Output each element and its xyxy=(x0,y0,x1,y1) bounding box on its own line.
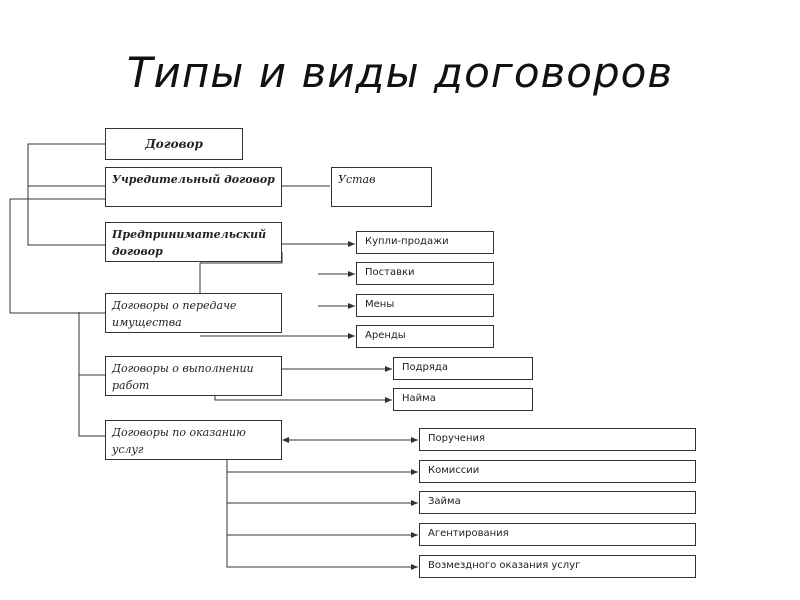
node-zaima: Займа xyxy=(419,491,696,514)
node-predprinimatelsky: Предпринимательский договор xyxy=(105,222,282,262)
arrow-to-komissii xyxy=(411,469,418,475)
node-ustav: Устав xyxy=(331,167,432,207)
connector-services-spine xyxy=(226,440,418,568)
node-vypolnenie: Договоры о выполнении работ xyxy=(105,356,282,396)
arrow-to-kupli xyxy=(348,241,355,247)
arrow-to-porucheniya xyxy=(411,437,418,443)
page-title: Типы и виды договоров xyxy=(126,48,674,97)
node-postavki: Поставки xyxy=(356,262,494,285)
node-porucheniya: Поручения xyxy=(419,428,696,451)
node-komissii: Комиссии xyxy=(419,460,696,483)
node-dogovor: Договор xyxy=(105,128,243,160)
node-naima: Найма xyxy=(393,388,533,411)
arrow-to-arendy xyxy=(348,333,355,339)
arrow-to-vozmezdnogo xyxy=(411,564,418,570)
connector-sales-trunk xyxy=(200,252,283,264)
node-peredacha: Договоры о передаче имущества xyxy=(105,293,282,333)
connector-outer-bracket xyxy=(9,198,105,314)
node-okazanie: Договоры по оказанию услуг xyxy=(105,420,282,460)
node-arendy: Аренды xyxy=(356,325,494,348)
node-meny: Мены xyxy=(356,294,494,317)
arrow-to-naima xyxy=(385,397,392,403)
arrow-to-podryada xyxy=(385,366,392,372)
node-uchreditelny: Учредительный договор xyxy=(105,167,282,207)
connector-root-bracket xyxy=(27,143,105,246)
connector-sub-bracket xyxy=(78,312,105,437)
arrow-to-agentirovaniya xyxy=(411,532,418,538)
node-podryada: Подряда xyxy=(393,357,533,380)
arrow-to-zaima xyxy=(411,500,418,506)
arrow-to-postavki xyxy=(348,271,355,277)
arrow-to-meny xyxy=(348,303,355,309)
node-agentirovaniya: Агентирования xyxy=(419,523,696,546)
node-kupli-prodazhi: Купли-продажи xyxy=(356,231,494,254)
arrow-to-okazanie xyxy=(282,437,289,443)
node-vozmezdnogo: Возмездного оказания услуг xyxy=(419,555,696,578)
